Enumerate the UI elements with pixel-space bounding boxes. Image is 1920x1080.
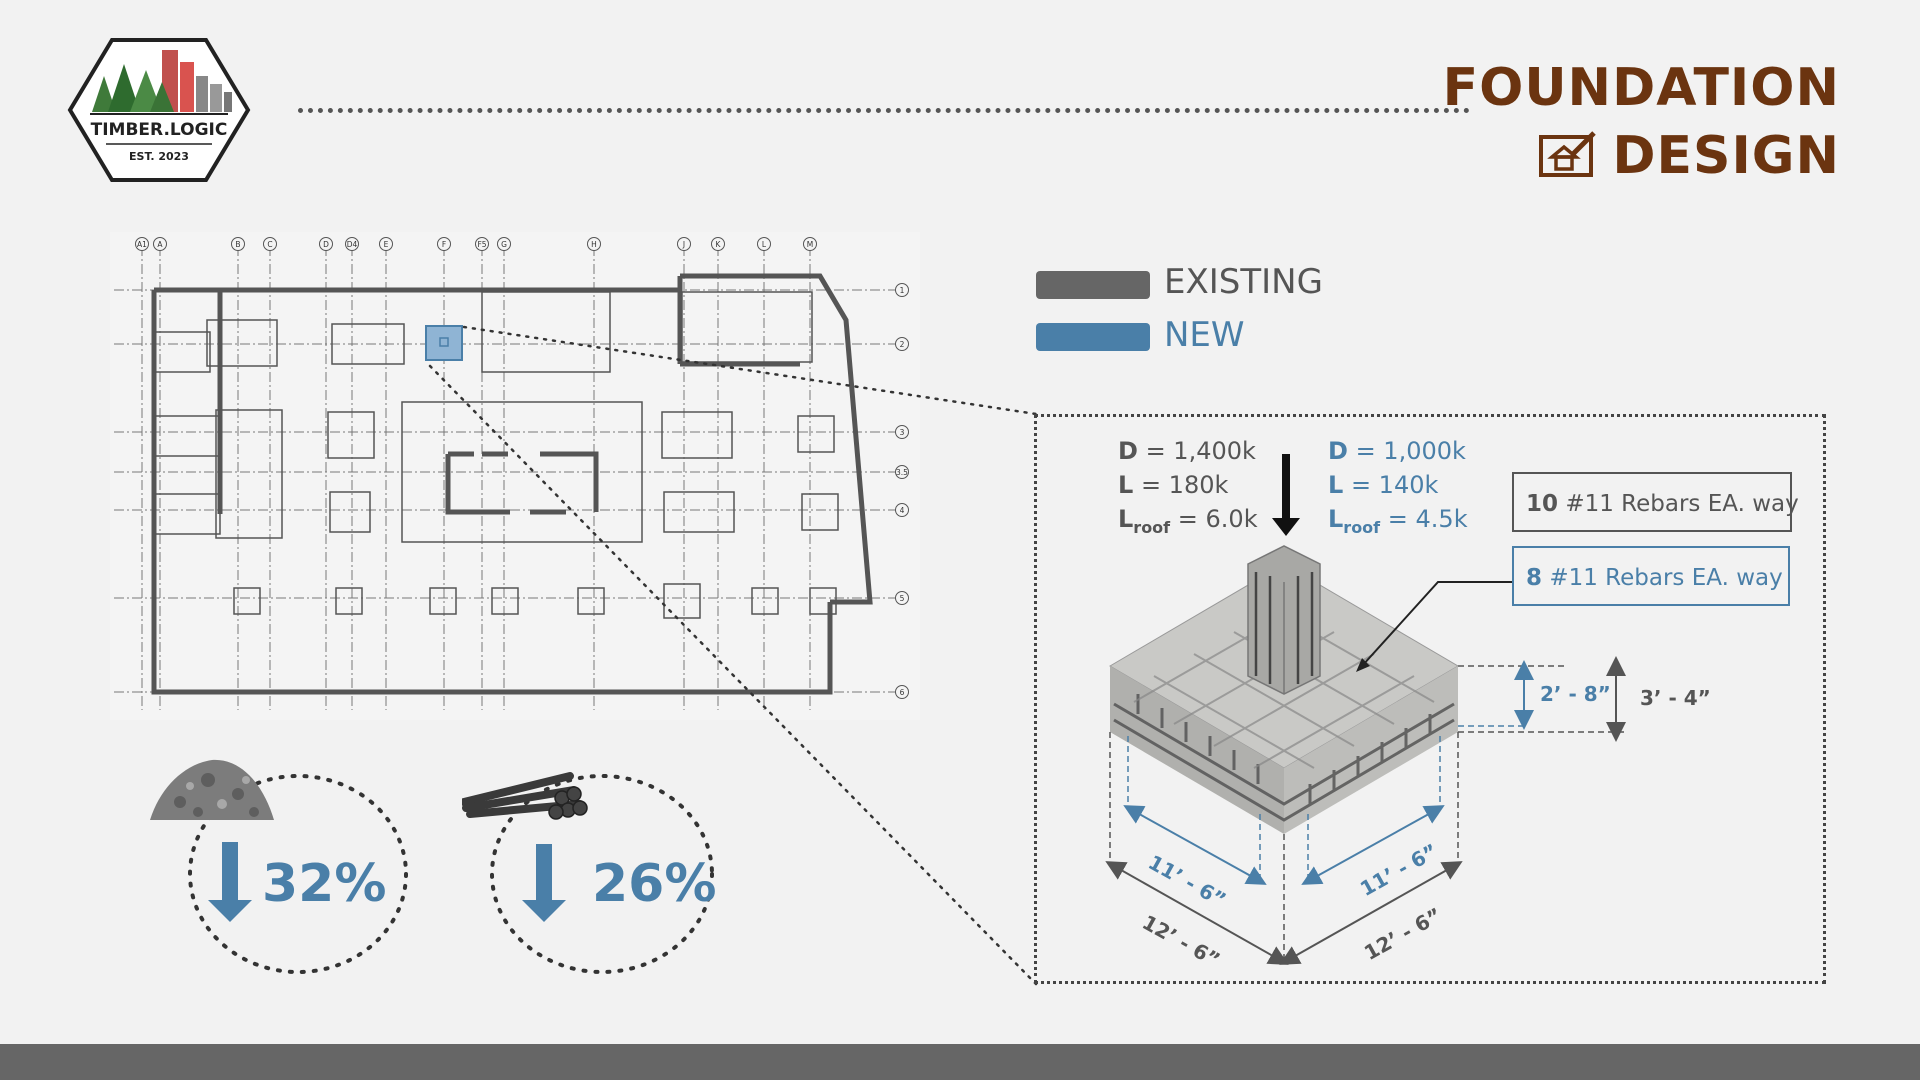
- load-arrow-icon: [1272, 518, 1300, 536]
- grid-label-row: 3: [900, 428, 905, 437]
- grid-bubble-col: [587, 237, 601, 251]
- existing-depth-dim: 3’ - 4”: [1640, 686, 1711, 710]
- grid-label-row: 3.5: [896, 468, 908, 477]
- legend-existing-swatch: [1036, 271, 1150, 299]
- existing-rebar-text: #11 Rebars EA. way: [1565, 491, 1799, 517]
- new-live-load: = 140k: [1350, 471, 1439, 499]
- grid-label-col: E: [384, 240, 389, 249]
- new-live-load-label: L: [1328, 471, 1344, 499]
- grid-label-row: 5: [900, 594, 905, 603]
- grid-bubble-row: [895, 591, 909, 605]
- grid-bubble-col: [231, 237, 245, 251]
- legend-existing-label: EXISTING: [1164, 262, 1323, 302]
- grid-label-col: D: [323, 240, 329, 249]
- existing-dead-load: = 1,400k: [1145, 437, 1256, 465]
- grid-label-col: F: [442, 240, 446, 249]
- grid-bubble-col: [677, 237, 691, 251]
- grid-bubble-col: [263, 237, 277, 251]
- logo-established: EST. 2023: [129, 150, 189, 163]
- grid-label-col: C: [267, 240, 272, 249]
- grid-label-col: L: [762, 240, 767, 249]
- grid-bubble-col: [803, 237, 817, 251]
- grid-label-col: B: [235, 240, 240, 249]
- footer-bar: [0, 1044, 1920, 1080]
- new-roof-load-label: L: [1328, 505, 1344, 533]
- logo: TIMBER.LOGIC EST. 2023: [66, 36, 252, 184]
- existing-rebar-callout: 10 #11 Rebars EA. way: [1512, 472, 1799, 532]
- grid-label-col: M: [807, 240, 813, 249]
- grid-bubble-col: [711, 237, 725, 251]
- grid-bubble-col: [475, 237, 489, 251]
- grid-bubble-row: [895, 425, 909, 439]
- grid-label-col: G: [501, 240, 507, 249]
- legend-new-label: NEW: [1164, 315, 1245, 355]
- grid-label-col: H: [591, 240, 597, 249]
- grid-bubble-col: [497, 237, 511, 251]
- concrete-down-arrow-icon: [208, 842, 252, 922]
- rebar-savings: 26%: [462, 750, 722, 980]
- existing-roof-load-label: L: [1118, 505, 1134, 533]
- legend-new-swatch: [1036, 323, 1150, 351]
- concrete-savings-value: 32%: [262, 854, 387, 914]
- grid-label-col: D4: [347, 240, 358, 249]
- grid-bubble-row: [895, 685, 909, 699]
- new-dead-load-label: D: [1328, 437, 1348, 465]
- new-dead-load: = 1,000k: [1355, 437, 1466, 465]
- existing-live-load: = 180k: [1140, 471, 1229, 499]
- new-roof-load-sub: roof: [1343, 517, 1381, 537]
- grid-bubble-col: [345, 237, 359, 251]
- page-title-line1: FOUNDATION: [1442, 58, 1840, 118]
- existing-roof-load-sub: roof: [1133, 517, 1171, 537]
- concrete-savings-graphic: [150, 759, 408, 974]
- highlighted-footing: [425, 325, 463, 361]
- grid-bubble-col: [319, 237, 333, 251]
- logo-badge-icon: [67, 38, 251, 182]
- new-loads: D = 1,000k L = 140k Lroof = 4.5k: [1328, 434, 1468, 545]
- footing-detail-frame: [1034, 414, 1826, 984]
- grid-label-row: 4: [900, 506, 905, 515]
- grid-bubble-row: [895, 465, 909, 479]
- grid-bubble-row: [895, 283, 909, 297]
- existing-loads: D = 1,400k L = 180k Lroof = 6.0k: [1118, 434, 1258, 545]
- logo-name: TIMBER.LOGIC: [90, 120, 228, 140]
- rebar-savings-graphic: [462, 772, 714, 974]
- page-title-line2-text: DESIGN: [1612, 126, 1840, 186]
- grid-bubble-col: [437, 237, 451, 251]
- new-rebar-text: #11 Rebars EA. way: [1549, 565, 1783, 591]
- grid-label-row: 1: [900, 286, 905, 295]
- grid-bubble-col: [379, 237, 393, 251]
- grid-label-row: 6: [900, 688, 905, 697]
- grid-label-col: A1: [137, 240, 147, 249]
- new-rebar-count: 8: [1526, 565, 1543, 591]
- new-depth-dim: 2’ - 8”: [1540, 682, 1611, 706]
- concrete-savings: 32%: [150, 750, 410, 980]
- grid-bubble-col: [153, 237, 167, 251]
- new-rebar-callout: 8 #11 Rebars EA. way: [1512, 546, 1790, 606]
- isometric-footing-drawing: [1105, 454, 1626, 965]
- page-title-line2: DESIGN: [1538, 126, 1840, 192]
- existing-dead-load-label: D: [1118, 437, 1138, 465]
- grid-label-col: F5: [477, 240, 486, 249]
- grid-label-col: J: [682, 240, 685, 249]
- grid-label-col: A: [157, 240, 163, 249]
- grid-label-row: 2: [900, 340, 905, 349]
- existing-live-load-label: L: [1118, 471, 1134, 499]
- blueprint-house-icon: [1538, 129, 1598, 192]
- grid-label-col: K: [716, 240, 722, 249]
- title-divider: [298, 108, 1470, 113]
- new-roof-load: = 4.5k: [1387, 505, 1468, 533]
- rebar-down-arrow-icon: [522, 844, 566, 922]
- grid-bubble-row: [895, 503, 909, 517]
- grid-bubble-col: [757, 237, 771, 251]
- existing-roof-load: = 6.0k: [1177, 505, 1258, 533]
- grid-bubble-row: [895, 337, 909, 351]
- rebar-savings-value: 26%: [592, 854, 717, 914]
- grid-bubble-col: [135, 237, 149, 251]
- foundation-floor-plan: A1 A B C D D4 E F F5 G H J K L M 1 2 3 3.5 4 5 6: [110, 232, 920, 720]
- existing-rebar-count: 10: [1526, 491, 1559, 517]
